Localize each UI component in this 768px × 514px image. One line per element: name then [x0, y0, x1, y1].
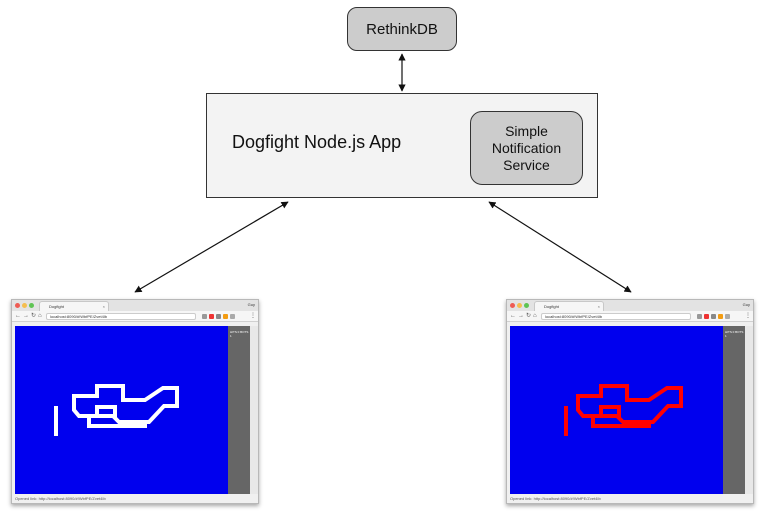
profile-name[interactable]: Guy	[742, 302, 750, 307]
minimize-window-icon[interactable]	[22, 303, 27, 308]
app-label: Dogfight Node.js App	[232, 132, 402, 152]
game-canvas[interactable]	[15, 326, 228, 494]
status-bar: Opened link: http://localhost:8090/#!Wbf…	[12, 494, 258, 503]
browser-titlebar: Dogfight × Guy	[507, 300, 753, 311]
forward-icon[interactable]: →	[518, 313, 524, 319]
tab-title: Dogfight	[49, 304, 64, 309]
address-bar-url: localhost:8090/#!WbfPE/Zvet4Ib	[545, 314, 603, 319]
client-browser-left: Dogfight × Guy ← → ↻ ⌂ localhost:8090/#!…	[11, 299, 259, 504]
reload-icon[interactable]: ↻	[526, 313, 532, 319]
zoom-icon[interactable]	[202, 314, 207, 319]
scrollbar[interactable]	[745, 326, 753, 494]
close-window-icon[interactable]	[510, 303, 515, 308]
menu-icon[interactable]: ⋮	[250, 313, 256, 319]
forward-icon[interactable]: →	[23, 313, 29, 319]
extension-icon[interactable]	[230, 314, 235, 319]
zoom-icon[interactable]	[697, 314, 702, 319]
home-icon[interactable]: ⌂	[38, 313, 42, 319]
tab-title: Dogfight	[544, 304, 559, 309]
scrollbar[interactable]	[250, 326, 258, 494]
arrow-app-right-client	[488, 201, 632, 293]
address-bar[interactable]: localhost:8090/#!WbfPE/Zvet4Ib	[541, 313, 691, 320]
profile-name[interactable]: Guy	[247, 302, 255, 307]
notification-service-label: Simple Notification Service	[491, 122, 562, 173]
address-bar[interactable]: localhost:8090/#!WbfPE/Zvet4Ib	[46, 313, 196, 320]
browser-tab[interactable]: Dogfight ×	[534, 301, 604, 311]
client-browser-right: Dogfight × Guy ← → ↻ ⌂ localhost:8090/#!…	[506, 299, 754, 504]
arrow-app-left-client	[134, 201, 289, 293]
game-canvas[interactable]	[510, 326, 723, 494]
extension-icon[interactable]	[718, 314, 723, 319]
extension-icon[interactable]	[725, 314, 730, 319]
home-icon[interactable]: ⌂	[533, 313, 537, 319]
rethinkdb-label: RethinkDB	[366, 20, 438, 38]
plane-sprite	[54, 384, 179, 436]
back-icon[interactable]: ←	[510, 313, 516, 319]
extension-icon[interactable]	[704, 314, 709, 319]
extension-icon[interactable]	[711, 314, 716, 319]
extension-icon[interactable]	[209, 314, 214, 319]
browser-titlebar: Dogfight × Guy	[12, 300, 258, 311]
score-readout: HITS 0 BOTS 1	[725, 330, 744, 338]
back-icon[interactable]: ←	[15, 313, 21, 319]
maximize-window-icon[interactable]	[524, 303, 529, 308]
browser-tab[interactable]: Dogfight ×	[39, 301, 109, 311]
minimize-window-icon[interactable]	[517, 303, 522, 308]
plane-sprite	[564, 384, 683, 436]
browser-toolbar: ← → ↻ ⌂ localhost:8090/#!WbfPE/Zvet4Ib ⋮	[507, 311, 753, 322]
address-bar-url: localhost:8090/#!WbfPE/Zvet4Ib	[50, 314, 108, 319]
game-side-panel: HITS 0 BOTS 1	[723, 326, 745, 494]
score-readout: HITS 0 BOTS 1	[230, 330, 249, 338]
notification-service-node: Simple Notification Service	[470, 111, 583, 185]
browser-toolbar: ← → ↻ ⌂ localhost:8090/#!WbfPE/Zvet4Ib ⋮	[12, 311, 258, 322]
status-bar: Opened link: http://localhost:8090/#!Wbf…	[507, 494, 753, 503]
app-node: Dogfight Node.js App Simple Notification…	[206, 93, 598, 198]
menu-icon[interactable]: ⋮	[745, 313, 751, 319]
extension-icon[interactable]	[223, 314, 228, 319]
maximize-window-icon[interactable]	[29, 303, 34, 308]
game-side-panel: HITS 0 BOTS 1	[228, 326, 250, 494]
reload-icon[interactable]: ↻	[31, 313, 37, 319]
tab-close-icon[interactable]: ×	[102, 304, 105, 309]
extension-icon[interactable]	[216, 314, 221, 319]
close-window-icon[interactable]	[15, 303, 20, 308]
tab-close-icon[interactable]: ×	[597, 304, 600, 309]
rethinkdb-node: RethinkDB	[347, 7, 457, 51]
